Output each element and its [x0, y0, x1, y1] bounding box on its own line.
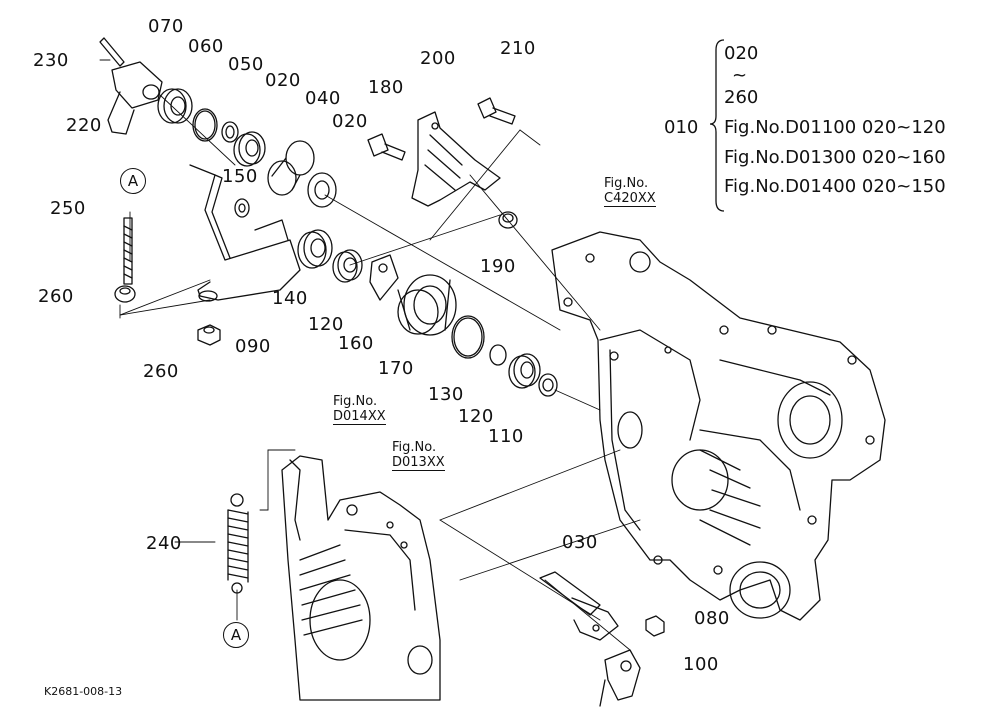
label-part-180: 180 [368, 77, 404, 98]
part-080-nut [645, 615, 665, 637]
part-100-lever [599, 649, 641, 707]
label-part-220: 220 [66, 115, 102, 136]
part-230-pin [99, 37, 125, 67]
part-150-washer [234, 198, 250, 218]
label-part-170: 170 [378, 358, 414, 379]
ref-d013xx-prefix: Fig.No. [392, 440, 437, 455]
part-260a-nut [114, 285, 136, 303]
part-240-spring [227, 493, 249, 594]
part-120a-bearing [332, 249, 363, 283]
part-070-bearing [157, 88, 193, 124]
legend-brace [710, 39, 725, 212]
part-090-bracket [189, 164, 301, 302]
part-220-lever [107, 61, 163, 135]
part-180-bolt [367, 133, 406, 161]
part-260b-nut [197, 324, 221, 346]
label-part-100: 100 [683, 654, 719, 675]
ref-d014xx-prefix: Fig.No. [333, 394, 378, 409]
label-part-090: 090 [235, 336, 271, 357]
label-part-120b: 120 [458, 406, 494, 427]
part-110-washer [538, 373, 558, 397]
label-part-030: 030 [562, 532, 598, 553]
part-170-o-ring [451, 315, 485, 359]
ref-d013xx-number: D013XX [392, 455, 445, 471]
legend-range-start: 020 [724, 43, 759, 64]
label-part-040: 040 [305, 88, 341, 109]
legend-line-d01300: Fig.No.D01300 020~160 [724, 147, 946, 168]
callout-a-top: A [120, 168, 146, 194]
part-210-bolt [477, 97, 516, 125]
part-020a-bearing [233, 131, 266, 167]
legend-line-d01100: Fig.No.D01100 020~120 [724, 117, 946, 138]
ref-c420xx-number: C420XX [604, 191, 656, 207]
part-030-shaft [539, 571, 619, 641]
label-part-020b: 020 [332, 111, 368, 132]
callout-a-bottom: A [223, 622, 249, 648]
part-140-bearing [297, 229, 333, 269]
transmission-case [551, 231, 886, 621]
part-130-ring [489, 344, 507, 366]
label-part-050: 050 [228, 54, 264, 75]
ref-c420xx: Fig.No. C420XX [604, 176, 656, 207]
label-part-130: 130 [428, 384, 464, 405]
legend-tilde: ~ [732, 65, 748, 86]
label-part-140: 140 [272, 288, 308, 309]
leader-lines [99, 59, 641, 651]
drawing-code: K2681-008-13 [44, 685, 123, 698]
label-part-080: 080 [694, 608, 730, 629]
label-part-210: 210 [500, 38, 536, 59]
label-part-240: 240 [146, 533, 182, 554]
label-part-060: 060 [188, 36, 224, 57]
label-part-200: 200 [420, 48, 456, 69]
engine-housing [281, 455, 441, 701]
label-part-160: 160 [338, 333, 374, 354]
part-060-snap-ring [192, 108, 218, 142]
legend-key: 010 [664, 117, 699, 138]
legend: 020 ~ 260 010 Fig.No.D01100 020~120 Fig.… [660, 38, 980, 218]
part-020b-bearing [307, 172, 337, 208]
ref-d014xx: Fig.No. D014XX [333, 394, 386, 425]
label-part-150: 150 [222, 166, 258, 187]
part-160-release-hub [369, 254, 457, 336]
label-part-190: 190 [480, 256, 516, 277]
legend-range-end: 260 [724, 87, 759, 108]
part-050-collar [221, 121, 239, 143]
ref-d013xx: Fig.No. D013XX [392, 440, 445, 471]
label-part-250: 250 [50, 198, 86, 219]
ref-c420xx-prefix: Fig.No. [604, 176, 649, 191]
label-part-230: 230 [33, 50, 69, 71]
ref-d014xx-number: D014XX [333, 409, 386, 425]
legend-line-d01400: Fig.No.D01400 020~150 [724, 176, 946, 197]
label-part-110: 110 [488, 426, 524, 447]
part-040-sleeve [267, 140, 315, 196]
part-200-plate [411, 111, 501, 207]
part-250-stud [123, 217, 133, 285]
label-part-020a: 020 [265, 70, 301, 91]
label-part-070: 070 [148, 16, 184, 37]
label-part-260b: 260 [143, 361, 179, 382]
part-120b-bearing [508, 353, 541, 389]
label-part-260a: 260 [38, 286, 74, 307]
part-190-nut [498, 211, 518, 229]
label-part-120a: 120 [308, 314, 344, 335]
